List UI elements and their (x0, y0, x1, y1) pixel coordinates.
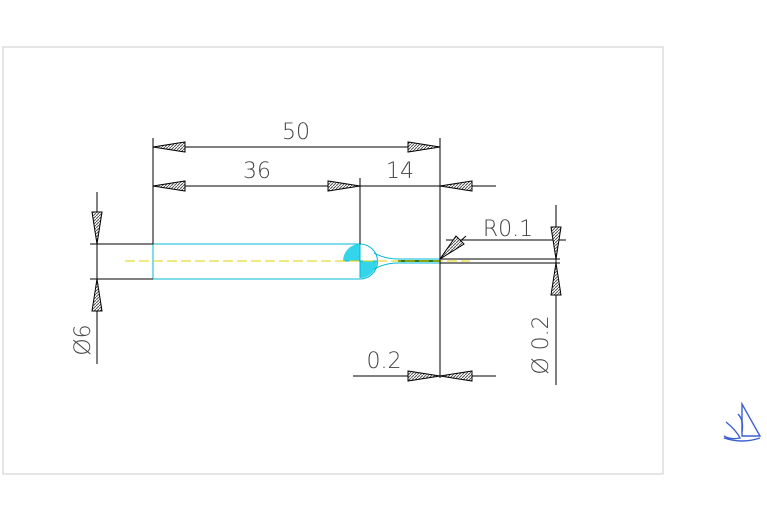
dim-label-50: 50 (282, 120, 310, 145)
dim-label-d02: Ø 0.2 (529, 315, 554, 374)
dim-label-14: 14 (386, 159, 414, 184)
dimension-tip-length: 14 (360, 159, 496, 192)
dimension-tip-diameter: Ø 0.2 (529, 205, 562, 385)
dim-label-d6: Ø6 (71, 324, 96, 355)
dimension-overall-length: 50 (152, 120, 441, 153)
dim-label-02: 0.2 (367, 349, 402, 374)
dimension-tip-radius: R0.1 (439, 217, 566, 260)
dimension-shank-length: 36 (152, 159, 361, 192)
boat-logo-icon (723, 401, 762, 442)
dimension-tip-width: 0.2 (353, 349, 496, 382)
dimension-shank-diameter: Ø6 (71, 192, 103, 364)
drawing-frame (2, 46, 664, 475)
dim-label-36: 36 (243, 159, 271, 184)
dim-label-r01: R0.1 (483, 217, 533, 242)
